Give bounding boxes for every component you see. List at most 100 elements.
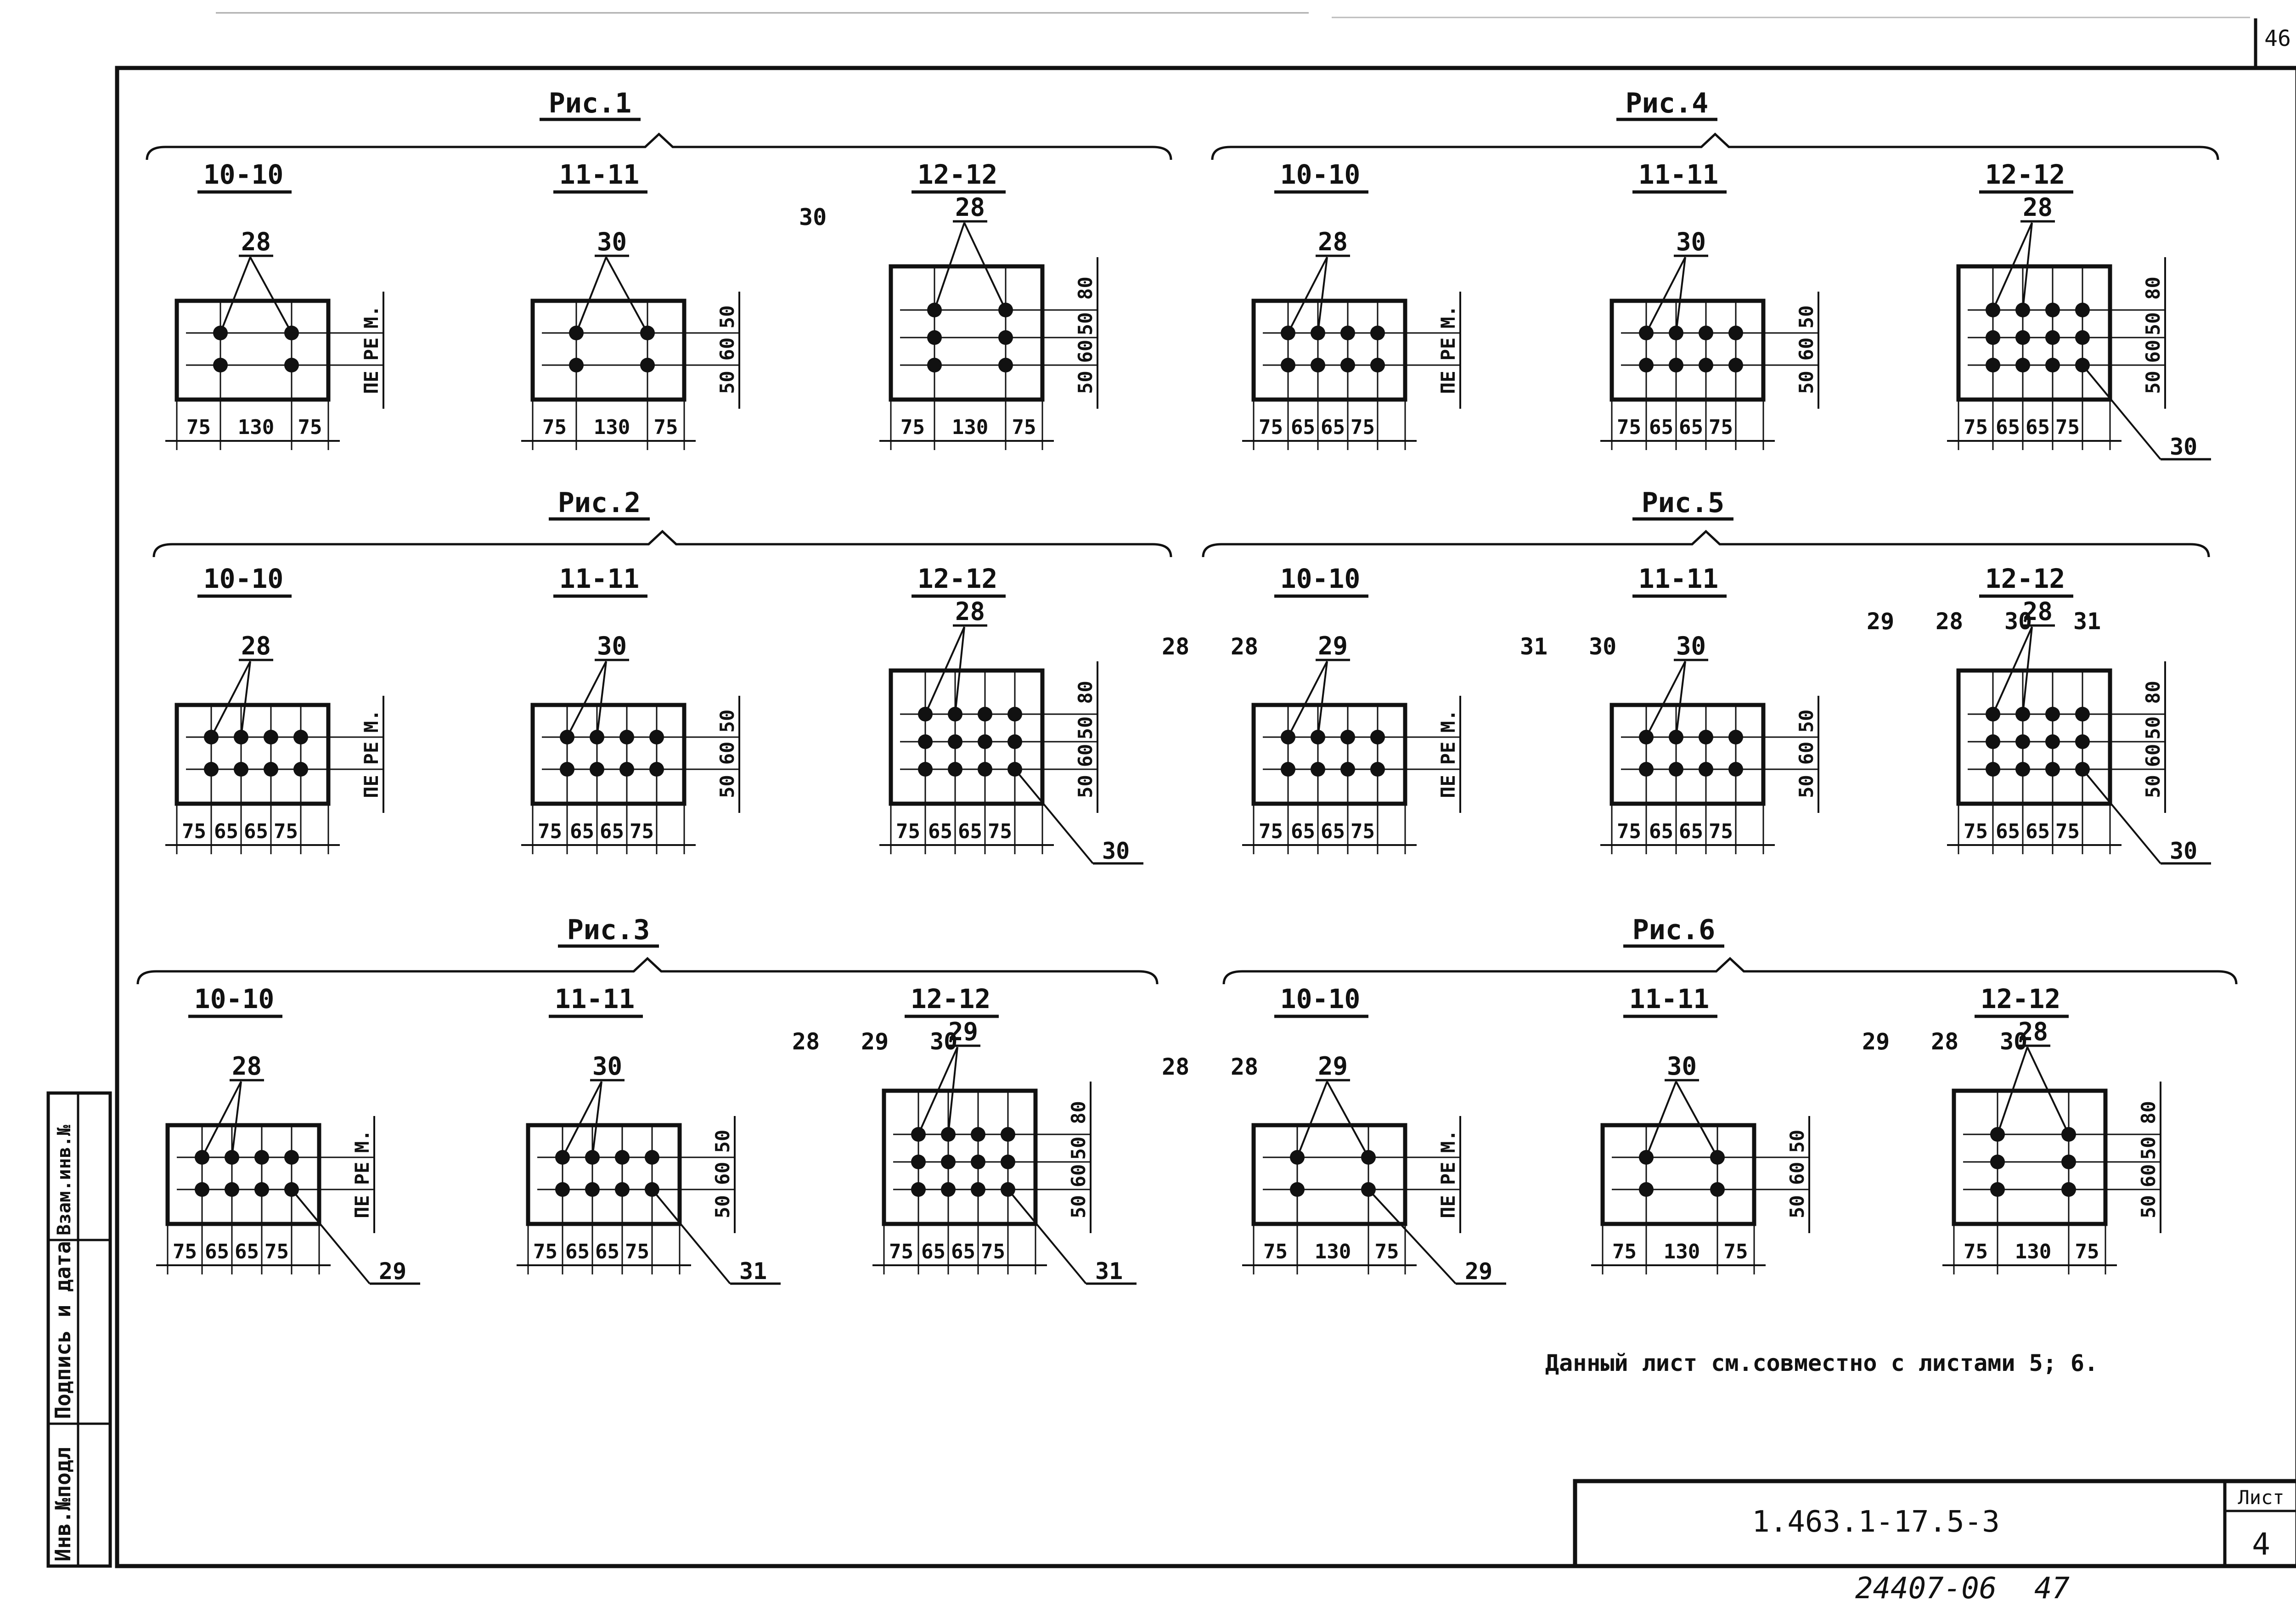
stamp-label-inv-podl: Инв.№подл [51, 1447, 75, 1561]
leader-label: 29 [861, 1028, 889, 1055]
side-dimension-value: 60 [1067, 1164, 1090, 1188]
dimension-value: 75 [1012, 416, 1036, 439]
leader-label: 28 [792, 1028, 820, 1055]
leader-label: 29 [1318, 631, 1348, 660]
side-dimension-value: 50 [716, 371, 738, 394]
side-dimension-value: ПЕ [351, 1195, 373, 1218]
side-dimension-value: РЕ [351, 1162, 373, 1185]
dimension-value: 75 [1259, 416, 1283, 439]
dimension-value: 75 [2055, 820, 2080, 843]
side-dimension-value: 50 [716, 710, 738, 733]
dimension-value: 75 [1351, 416, 1375, 439]
beam-section [889, 264, 1045, 402]
dimension-value: 75 [1709, 820, 1733, 843]
side-dimension-value: 80 [2142, 276, 2164, 300]
dimension-value: 130 [2015, 1240, 2051, 1263]
dimension-value: 75 [1709, 416, 1733, 439]
beam-section [526, 1123, 682, 1226]
leader-label: 31 [1520, 633, 1548, 660]
side-dimension-value: М. [1437, 305, 1459, 329]
leader-label: 29 [1465, 1258, 1492, 1285]
section-label: 11-11 [1629, 983, 1710, 1015]
beam-section [1956, 264, 2112, 402]
leader-label: 28 [2023, 597, 2053, 626]
dimension-value: 65 [1291, 416, 1315, 439]
dimension-value: 75 [900, 416, 925, 439]
side-dimension-value: 50 [1074, 371, 1097, 394]
leader-label: 28 [1162, 633, 1189, 660]
leader-label: 28 [1162, 1054, 1189, 1080]
leader-label: 28 [2018, 1017, 2048, 1046]
archive-page: 47 [2034, 1572, 2070, 1606]
section-label: 10-10 [194, 983, 275, 1015]
dimension-value: 75 [1259, 820, 1283, 843]
leader-label: 29 [379, 1258, 406, 1285]
side-dimension-value: 50 [1074, 312, 1097, 336]
side-dimension-value: 60 [716, 338, 738, 361]
corner-number: 46 [2264, 26, 2291, 51]
leader-label: 28 [1936, 608, 1963, 635]
leader-label: 30 [2004, 608, 2032, 635]
dimension-value: 75 [186, 416, 211, 439]
leader-label: 30 [1676, 227, 1706, 256]
side-dimension-value: 50 [2137, 1137, 2160, 1160]
dimension-value: 75 [173, 1240, 197, 1263]
figure-title: Рис.6 [1632, 914, 1716, 946]
dimension-value: 75 [1964, 416, 1988, 439]
dimension-value: 65 [2026, 820, 2050, 843]
dimension-value: 75 [2055, 416, 2080, 439]
leader-label: 30 [1667, 1052, 1697, 1081]
side-dimension-value: 60 [711, 1162, 734, 1185]
dimension-value: 75 [274, 820, 298, 843]
side-dimension-value: 50 [711, 1130, 734, 1153]
side-dimension-value: ПЕ [360, 371, 383, 394]
side-dimension-value: 50 [1074, 716, 1097, 740]
beam-section [530, 703, 687, 806]
dimension-value: 65 [565, 1240, 590, 1263]
dimension-value: 65 [1996, 820, 2020, 843]
figure-brace [146, 132, 1172, 160]
sheet-frame [115, 66, 2296, 1568]
section-label: 10-10 [1280, 983, 1361, 1015]
dimension-value: 75 [264, 1240, 289, 1263]
leader-label: 29 [1867, 608, 1894, 635]
figure-brace [136, 957, 1159, 985]
side-dimension-value: 80 [2137, 1101, 2160, 1124]
side-dimension-value: 50 [2137, 1195, 2160, 1218]
figure-brace [1222, 957, 2238, 985]
side-dimension-value: 50 [1795, 775, 1818, 798]
beam-section [1609, 703, 1766, 806]
leader-label: 31 [2073, 608, 2101, 635]
beam-section [1956, 668, 2112, 806]
leader-label: 31 [739, 1258, 767, 1285]
side-dimension-value: РЕ [1437, 742, 1459, 765]
document-code: 1.463.1-17.5-3 [1752, 1505, 1999, 1539]
beam-section [1251, 703, 1407, 806]
leader-label: 31 [1095, 1258, 1123, 1285]
leader-label: 30 [1676, 631, 1706, 660]
figure-title: Рис.4 [1626, 87, 1709, 119]
leader-label: 28 [1231, 633, 1258, 660]
figure-brace [1211, 132, 2219, 160]
corner-number-box: 46 [2254, 18, 2291, 68]
stamp-label-signature-date: Подпись и дата [51, 1241, 75, 1419]
dimension-value: 75 [1724, 1240, 1748, 1263]
beam-section [530, 299, 687, 402]
dimension-value: 65 [600, 820, 624, 843]
dimension-value: 75 [538, 820, 562, 843]
dimension-value: 75 [298, 416, 322, 439]
side-dimension-value: 50 [1786, 1195, 1808, 1218]
stamp-label-vzam-inv: Взам.инв.№ [54, 1125, 75, 1235]
dimension-value: 65 [921, 1240, 945, 1263]
dimension-value: 75 [1263, 1240, 1288, 1263]
